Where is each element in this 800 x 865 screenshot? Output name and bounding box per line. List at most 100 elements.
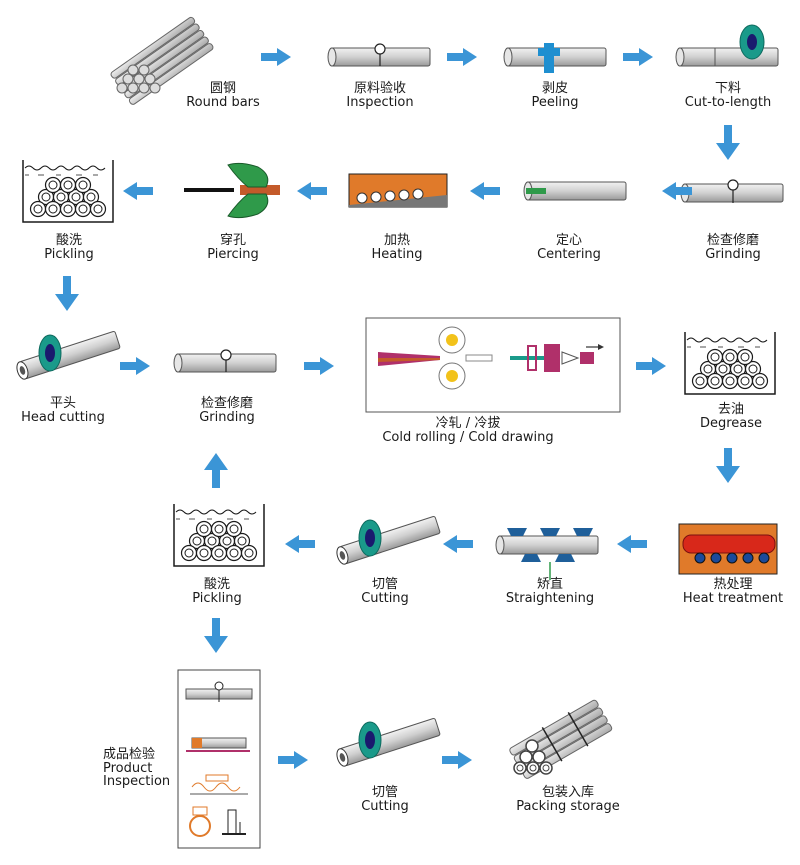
grinding-2-image	[173, 349, 277, 373]
label-zh: 定心	[555, 233, 582, 248]
label-zh: 加热	[383, 233, 410, 248]
straightening-image	[495, 528, 599, 580]
packing-storage-image	[509, 699, 613, 779]
arrow-left	[443, 535, 473, 553]
label-en: Product	[103, 760, 153, 776]
label-zh: 包装入库	[541, 785, 594, 800]
arrow-right	[623, 48, 653, 66]
arrow-down	[716, 125, 740, 160]
label-head-cutting: 平头 Head cutting	[8, 397, 118, 424]
label-zh: 检查修磨	[200, 396, 253, 411]
label-peeling: 剥皮 Peeling	[500, 82, 610, 109]
label-en: Cold rolling / Cold drawing	[382, 429, 554, 445]
label-straightening: 矫直 Straightening	[494, 578, 606, 605]
label-zh: 平头	[49, 396, 76, 411]
label-en: Inspection	[346, 94, 414, 110]
label-inspection: 原料验收 Inspection	[325, 82, 435, 109]
label-zh: 原料验收	[353, 81, 406, 96]
label-en: Cut-to-length	[684, 94, 772, 110]
label-pickling-1: 酸洗 Pickling	[14, 234, 124, 261]
label-zh: 酸洗	[203, 577, 230, 592]
label-zh: 冷轧 / 冷拔	[435, 416, 501, 431]
label-product-inspection: 成品检验 Product Inspection	[103, 748, 183, 789]
label-en: Degrease	[699, 415, 763, 431]
label-en: Round bars	[186, 94, 260, 110]
inspection-image	[327, 43, 431, 67]
arrow-down	[716, 448, 740, 483]
label-en: Pickling	[192, 590, 242, 606]
label-en: Heating	[371, 246, 423, 262]
label-heat-treatment: 热处理 Heat treatment	[672, 578, 794, 605]
label-zh: 切管	[371, 785, 398, 800]
label-en: Centering	[537, 246, 601, 262]
round-bars-image	[110, 16, 214, 105]
arrow-right	[120, 357, 150, 375]
label-zh: 去油	[717, 402, 744, 417]
arrow-left	[285, 535, 315, 553]
arrow-down	[204, 618, 228, 653]
label-en: Cutting	[361, 798, 409, 814]
label-en: Cutting	[361, 590, 409, 606]
peeling-image	[503, 43, 607, 73]
head-cutting-image	[14, 330, 121, 382]
arrow-down	[55, 276, 79, 311]
piercing-image	[184, 162, 280, 219]
label-centering: 定心 Centering	[514, 234, 624, 261]
arrow-right	[442, 751, 472, 769]
label-zh: 热处理	[713, 577, 753, 592]
label-zh: 剥皮	[541, 81, 568, 96]
label-cold-rolling: 冷轧 / 冷拔 Cold rolling / Cold drawing	[368, 417, 568, 444]
label-en: Grinding	[705, 246, 761, 262]
label-en: Inspection	[103, 774, 171, 790]
label-en: Straightening	[505, 590, 595, 606]
centering-image	[523, 181, 627, 201]
label-en: Heat treatment	[682, 590, 784, 606]
label-zh: 成品检验	[103, 747, 156, 762]
label-en: Pickling	[44, 246, 94, 262]
arrow-left	[470, 182, 500, 200]
label-grinding-2: 检查修磨 Grinding	[172, 397, 282, 424]
label-heating: 加热 Heating	[342, 234, 452, 261]
cutting-1-image	[334, 515, 441, 567]
cutting-2-image	[334, 717, 441, 769]
arrow-left	[297, 182, 327, 200]
label-pickling-2: 酸洗 Pickling	[162, 578, 272, 605]
arrow-right	[636, 357, 666, 375]
label-zh: 酸洗	[55, 233, 82, 248]
heating-image	[348, 173, 448, 208]
label-piercing: 穿孔 Piercing	[178, 234, 288, 261]
label-cutting-2: 切管 Cutting	[330, 786, 440, 813]
label-zh: 圆钢	[209, 81, 236, 96]
arrow-up	[204, 453, 228, 488]
pickling-1-image	[23, 160, 113, 222]
label-en: Peeling	[531, 94, 579, 110]
label-round-bars: 圆钢 Round bars	[168, 82, 278, 109]
cut-to-length-image	[675, 24, 779, 67]
label-cutting-1: 切管 Cutting	[330, 578, 440, 605]
label-zh: 检查修磨	[706, 233, 759, 248]
product-inspection-image	[177, 669, 261, 849]
pickling-2-image	[174, 504, 264, 566]
label-en: Grinding	[199, 409, 255, 425]
label-en: Head cutting	[21, 409, 105, 425]
arrow-right	[278, 751, 308, 769]
grinding-1-image	[680, 179, 784, 203]
degrease-image	[685, 332, 775, 394]
label-grinding-1: 检查修磨 Grinding	[678, 234, 788, 261]
label-en: Piercing	[207, 246, 259, 262]
label-packing-storage: 包装入库 Packing storage	[508, 786, 628, 813]
heat-treatment-image	[678, 523, 778, 575]
label-zh: 下料	[714, 81, 741, 96]
label-degrease: 去油 Degrease	[676, 403, 786, 430]
arrow-left	[617, 535, 647, 553]
arrow-right	[447, 48, 477, 66]
arrow-right	[304, 357, 334, 375]
arrow-left	[123, 182, 153, 200]
label-zh: 切管	[371, 577, 398, 592]
arrow-right	[261, 48, 291, 66]
label-zh: 穿孔	[219, 233, 246, 248]
label-en: Packing storage	[516, 798, 620, 814]
label-cut-to-length: 下料 Cut-to-length	[668, 82, 788, 109]
